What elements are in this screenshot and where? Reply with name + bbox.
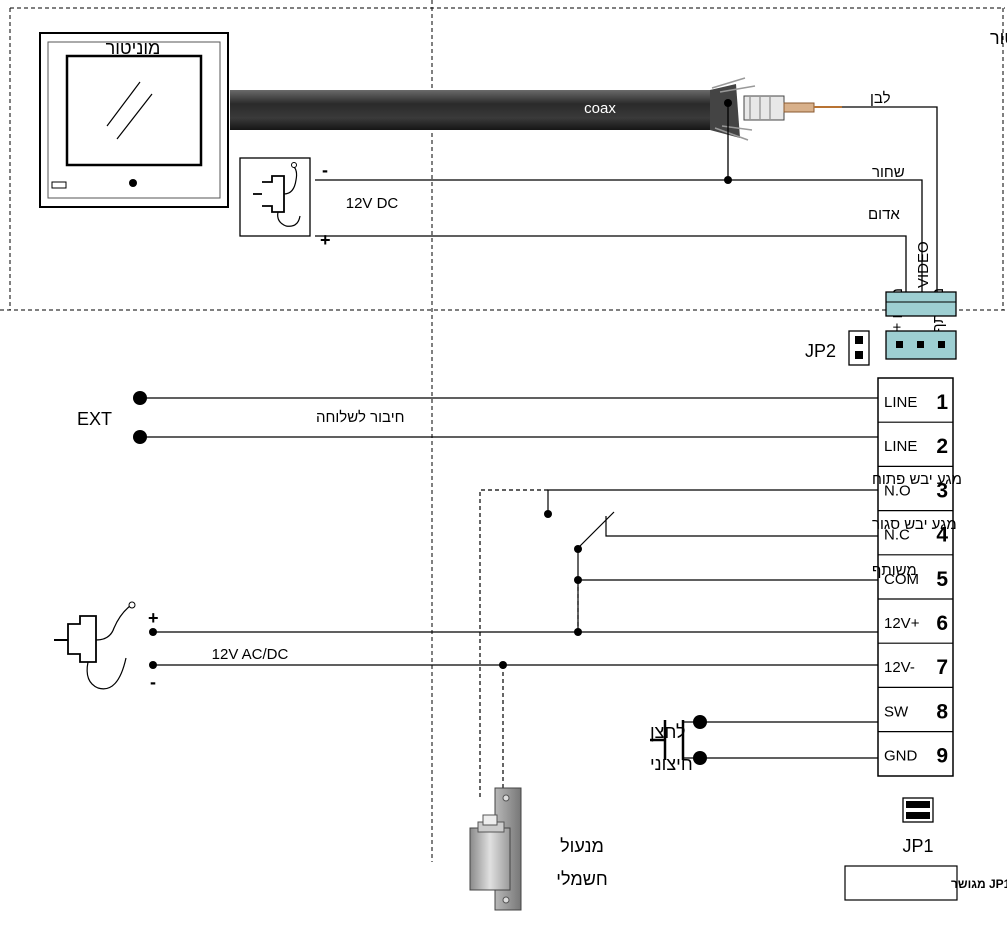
terminal-row: 12V+ 6 bbox=[878, 598, 953, 635]
ground-junction-dot bbox=[724, 176, 732, 184]
monitor-screen bbox=[65, 54, 203, 167]
relay-nc-label: מגע יבש סגור bbox=[872, 516, 957, 533]
terminal-row: COM 5 bbox=[878, 554, 953, 591]
monitor-label: מוניטור bbox=[106, 38, 161, 58]
supply-minus-dot bbox=[149, 661, 157, 669]
shield-junction-dot bbox=[724, 99, 732, 107]
lock-label-line2: חשמלי bbox=[556, 869, 607, 889]
red-wire-label: אדום bbox=[868, 206, 900, 223]
camera-connector bbox=[885, 291, 957, 360]
no-contact-dot bbox=[544, 510, 552, 518]
supply-plus-dot bbox=[149, 628, 157, 636]
terminal-number: 2 bbox=[936, 435, 948, 458]
terminal-label: N.O bbox=[884, 482, 911, 499]
camera-dc-minus: - bbox=[322, 160, 328, 180]
coax-label: coax bbox=[584, 100, 616, 117]
terminal-number: 4 bbox=[936, 524, 948, 547]
camera-wires bbox=[315, 103, 938, 292]
terminal-number: 8 bbox=[936, 700, 948, 723]
terminal-label: COM bbox=[884, 571, 919, 588]
button-sw-dot bbox=[693, 715, 707, 729]
terminal-row: LINE 2 bbox=[878, 421, 953, 458]
supply-plus: + bbox=[148, 608, 159, 628]
terminal-number: 6 bbox=[936, 612, 948, 635]
terminal-label: 12V- bbox=[884, 659, 915, 676]
relay-com-label: משותף bbox=[872, 562, 917, 579]
white-wire-label: לבן bbox=[870, 90, 891, 107]
monitor-button-icon bbox=[129, 179, 137, 187]
section-title: חיבור מצלמה למוניטור bbox=[990, 28, 1007, 48]
gnd-junction-dot bbox=[499, 661, 507, 669]
terminal-row: N.C 4 bbox=[878, 510, 953, 547]
camera-power-adapter-icon bbox=[239, 157, 311, 237]
com-junction-dot bbox=[574, 576, 582, 584]
black-wire-label: שחור bbox=[872, 164, 905, 181]
button-label-line2: חיצוני bbox=[650, 754, 693, 774]
main-power-adapter-icon bbox=[54, 601, 136, 690]
ext-label: EXT bbox=[77, 409, 112, 429]
jp2-label: JP2 bbox=[805, 341, 836, 361]
ext-lines bbox=[140, 397, 878, 438]
terminal-number: 9 bbox=[936, 745, 948, 768]
terminal-number: 1 bbox=[936, 391, 948, 414]
camera-dc-label: 12V DC bbox=[346, 195, 399, 212]
terminal-label: GND bbox=[884, 748, 918, 765]
jp2-jumper-icon bbox=[848, 330, 870, 366]
terminal-number: 5 bbox=[936, 568, 948, 591]
external-button-icon bbox=[650, 720, 685, 760]
button-gnd-dot bbox=[693, 751, 707, 765]
supply-lines bbox=[153, 631, 878, 666]
terminal-label: LINE bbox=[884, 394, 917, 411]
button-label-line1: לחצן bbox=[650, 722, 686, 742]
terminal-row: GND 9 bbox=[878, 730, 953, 768]
jp1-label: JP1 bbox=[902, 836, 933, 856]
button-wires bbox=[683, 721, 878, 759]
terminal-row: N.O 3 bbox=[878, 465, 953, 502]
video-label: VIDEO bbox=[915, 241, 932, 288]
relay-wiring bbox=[547, 489, 878, 632]
monitor: מוניטור bbox=[39, 32, 229, 208]
v12-junction-dot bbox=[574, 628, 582, 636]
relay-no-label: מגע יבש פתוח bbox=[872, 471, 962, 488]
lock-label-line1: מנעול bbox=[560, 836, 604, 856]
ext-line1-dot bbox=[133, 391, 147, 405]
supply-label: 12V AC/DC bbox=[212, 646, 289, 663]
terminal-block bbox=[877, 377, 954, 777]
camera-dc-plus: + bbox=[320, 230, 331, 250]
note-box bbox=[844, 865, 958, 901]
ext-extension-label: חיבור לשלוחה bbox=[316, 409, 405, 426]
relay-dashed-links bbox=[479, 489, 579, 800]
camera-section-border bbox=[0, 0, 1007, 862]
coax-cable: coax bbox=[230, 77, 842, 141]
terminal-row: SW 8 bbox=[878, 686, 953, 723]
terminal-label: 12V+ bbox=[884, 615, 920, 632]
terminal-number: 7 bbox=[936, 656, 948, 679]
terminal-row: 12V- 7 bbox=[878, 642, 953, 679]
ext-line2-dot bbox=[133, 430, 147, 444]
terminal-label: SW bbox=[884, 703, 909, 720]
terminal-number: 3 bbox=[936, 479, 948, 502]
terminal-label: N.C bbox=[884, 527, 910, 544]
com-contact-dot bbox=[574, 545, 582, 553]
jp1-jumper-icon bbox=[902, 797, 934, 823]
monitor-led bbox=[51, 181, 67, 189]
terminal-row: LINE 1 bbox=[884, 391, 948, 414]
electric-lock-icon bbox=[469, 787, 522, 911]
terminal-label: LINE bbox=[884, 438, 917, 455]
supply-minus: - bbox=[150, 672, 156, 692]
note-text: *שים לב: JP1 מגושר bbox=[951, 877, 1007, 891]
